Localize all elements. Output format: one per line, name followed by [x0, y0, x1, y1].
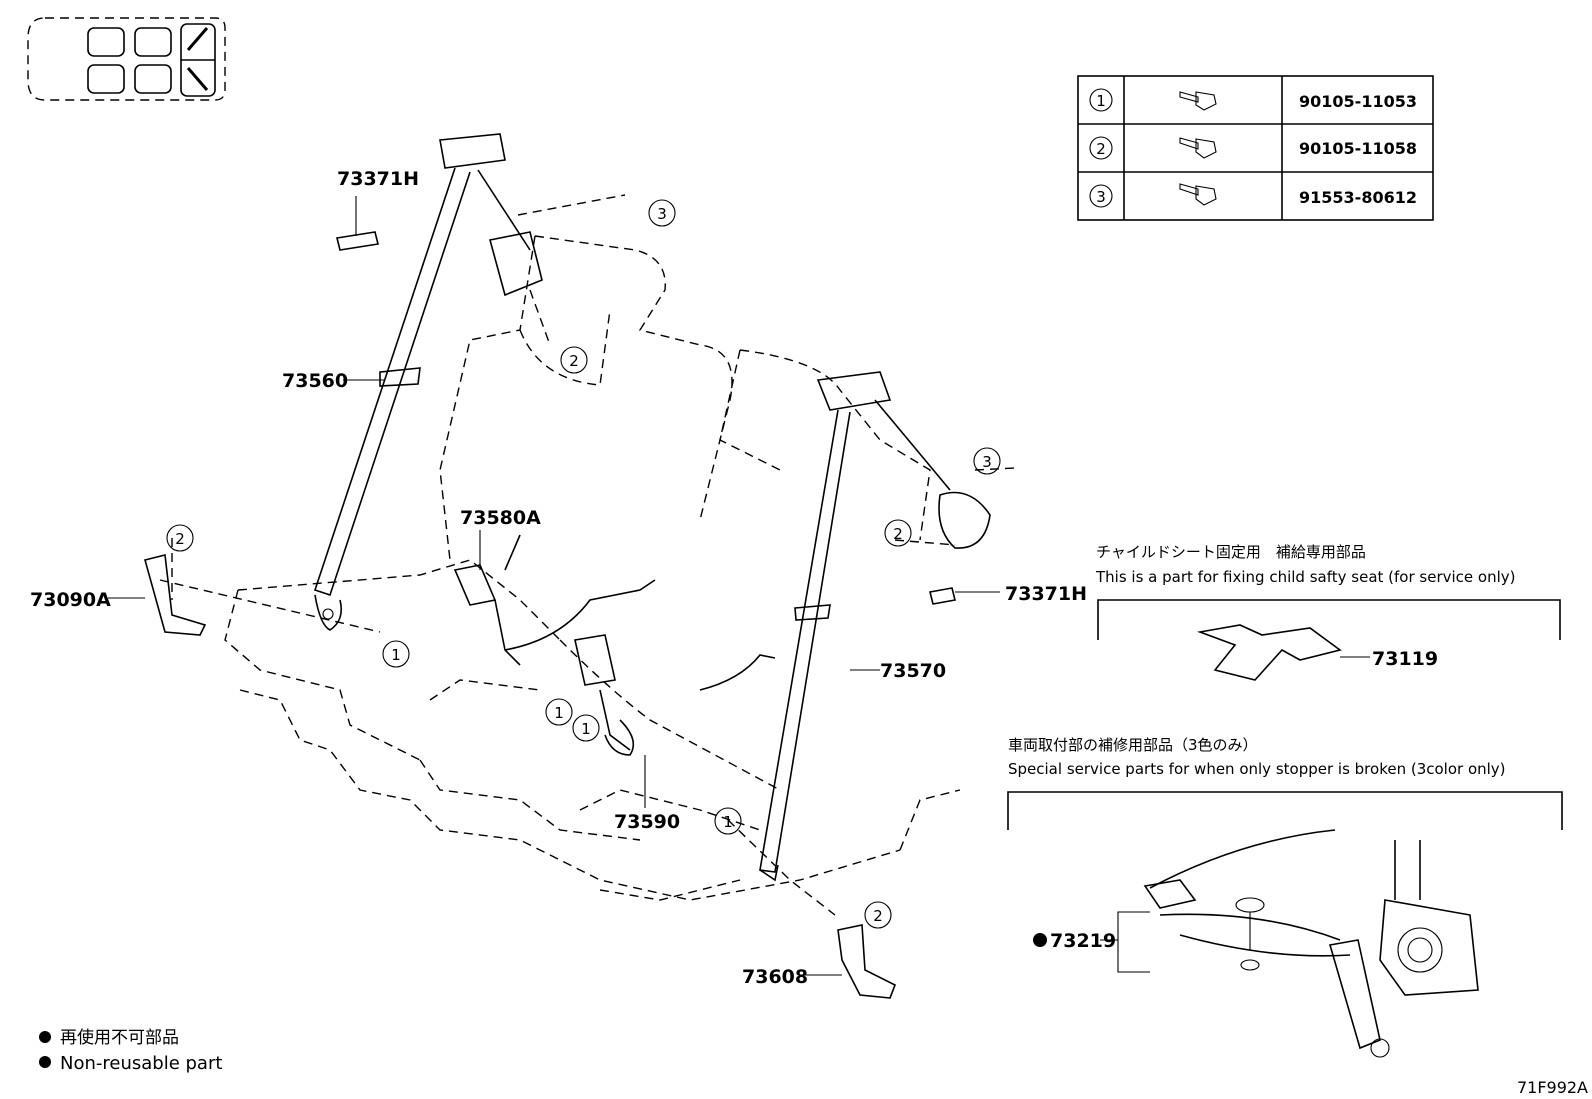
part-73371h-right	[929, 587, 1000, 605]
legend-jp: 再使用不可部品	[60, 1027, 179, 1048]
stopper-detail	[1033, 829, 1479, 1058]
callouts	[166, 199, 1001, 929]
leader-lines	[343, 379, 880, 808]
table-part-number: 90105-11058	[1299, 139, 1417, 158]
stopper-bracket	[1007, 791, 1563, 830]
diagram-id: 71F992A	[1517, 1078, 1588, 1097]
table-ref: 2	[1096, 140, 1106, 158]
part-number-73590: 73590	[614, 811, 680, 833]
plate-73119	[1196, 624, 1370, 681]
bolt-icon	[1179, 137, 1217, 159]
part-number-73219: 73219	[1050, 930, 1116, 952]
part-number-73560: 73560	[282, 370, 348, 392]
table-ref: 3	[1096, 188, 1106, 206]
bracket-73608	[800, 924, 897, 999]
callout-1: 1	[581, 720, 591, 738]
bracket-73090a	[108, 554, 207, 636]
part-number-73119: 73119	[1372, 648, 1438, 670]
vehicle-locator-icon	[27, 17, 226, 101]
part-number-73090a: 73090A	[30, 589, 111, 611]
part-number-73580a: 73580A	[460, 507, 541, 529]
child-seat-note-en: This is a part for fixing child safty se…	[1095, 568, 1515, 586]
callout-2: 2	[175, 530, 185, 548]
stopper-note-en: Special service parts for when only stop…	[1008, 760, 1506, 778]
part-73371h-top	[336, 196, 379, 251]
legend-en: Non-reusable part	[60, 1053, 222, 1074]
part-number-73570: 73570	[880, 660, 946, 682]
legend-bullet-icon	[39, 1031, 51, 1043]
part-number-73608: 73608	[742, 966, 808, 988]
outer-belt-left	[313, 133, 543, 631]
bolt-icon	[1179, 91, 1217, 111]
callout-2: 2	[893, 525, 903, 543]
table-part-number: 91553-80612	[1299, 188, 1417, 207]
callout-2: 2	[873, 907, 883, 925]
table-part-number: 90105-11053	[1299, 92, 1417, 111]
rear-seat-outline	[159, 194, 1016, 916]
callout-1: 1	[554, 704, 564, 722]
bolt-icon	[1179, 183, 1217, 206]
stopper-note-jp: 車両取付部の補修用部品（3色のみ）	[1008, 736, 1258, 754]
table-ref: 1	[1096, 92, 1106, 110]
outer-belt-right	[759, 371, 991, 882]
legend-bullet-icon	[39, 1056, 51, 1068]
callout-3: 3	[982, 453, 992, 471]
callout-1: 1	[391, 646, 401, 664]
callout-2: 2	[569, 352, 579, 370]
center-buckle	[453, 534, 776, 756]
part-number-73371h: 73371H	[1005, 583, 1087, 605]
non-reusable-marker	[1033, 933, 1047, 947]
bolt-reference-table	[1077, 75, 1434, 221]
child-seat-bracket	[1097, 599, 1561, 640]
part-number-73371h: 73371H	[337, 168, 419, 190]
callout-3: 3	[657, 205, 667, 223]
child-seat-note-jp: チャイルドシート固定用 補給専用部品	[1096, 543, 1366, 561]
callout-1: 1	[723, 813, 733, 831]
